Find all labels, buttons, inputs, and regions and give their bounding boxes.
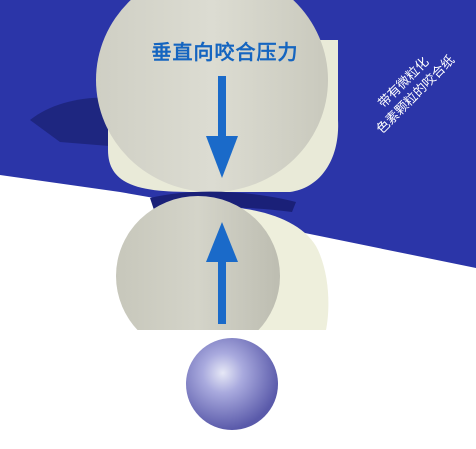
up-arrow-shaft [218, 260, 226, 324]
lower-tooth-face [116, 196, 280, 330]
upper-tooth-face [96, 0, 328, 192]
vertical-pressure-label: 垂直向咬合压力 [151, 40, 299, 64]
down-arrow-head [206, 136, 238, 178]
up-arrow-head [206, 222, 238, 262]
down-arrow-shaft [218, 76, 226, 138]
pigment-particle-sphere [186, 338, 278, 430]
